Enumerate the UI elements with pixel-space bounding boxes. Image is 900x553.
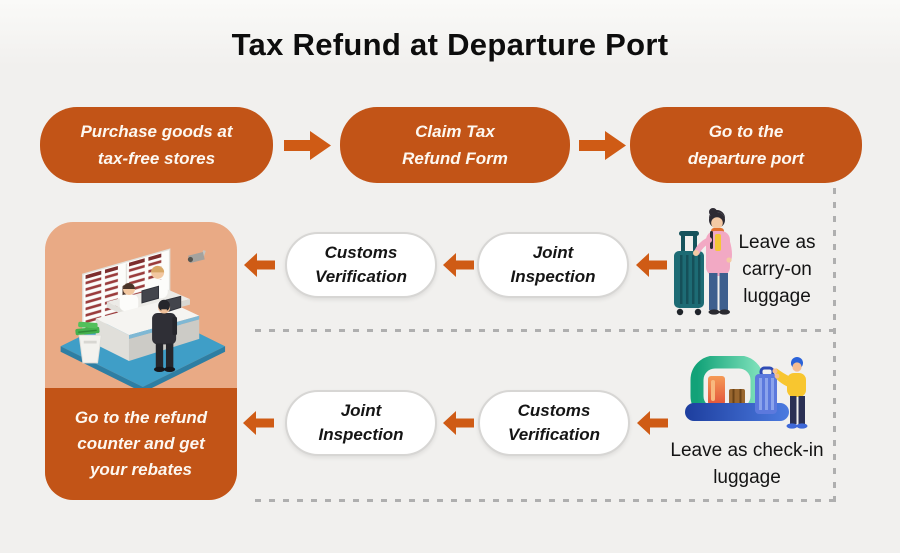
flow-arrow-right-icon: [579, 131, 626, 160]
refund-counter-illustration: [60, 248, 226, 393]
step-label: Go to the departure port: [687, 122, 805, 168]
page-title: Tax Refund at Departure Port: [231, 27, 669, 62]
flow-arrow-right-icon: [284, 131, 331, 160]
dashed-connector-vertical: [833, 188, 836, 502]
flow-arrow-left-icon: [243, 411, 274, 435]
step-box-claim-tax-refund-form: Claim Tax Refund Form: [340, 107, 570, 183]
step-box-purchase-goods: Purchase goods at tax-free stores: [40, 107, 273, 183]
dashed-connector-checkin: [255, 499, 835, 502]
carryon-traveler-illustration: [674, 208, 732, 316]
station-label: Customs Verification: [508, 401, 600, 444]
checkin-conveyor-illustration: [685, 356, 808, 429]
dashed-connector-carryon: [255, 329, 835, 332]
station-oval-joint-inspection: Joint Inspection: [477, 232, 629, 298]
step-label: Claim Tax Refund Form: [402, 122, 508, 168]
refund-panel-label: Go to the refund counter and get your re…: [74, 408, 208, 479]
station-label: Joint Inspection: [318, 401, 404, 444]
refund-panel-footer: Go to the refund counter and get your re…: [45, 388, 237, 500]
loader-figure: [772, 357, 808, 429]
money-bin-icon: [75, 321, 102, 364]
carryon-caption: Leave as carry-on luggage: [738, 232, 816, 307]
station-oval-joint-inspection: Joint Inspection: [285, 390, 437, 456]
checkin-caption: Leave as check-in luggage: [670, 440, 824, 488]
station-oval-customs-verification: Customs Verification: [285, 232, 437, 298]
step-label: Purchase goods at tax-free stores: [80, 122, 233, 168]
rolling-suitcase-icon: [674, 231, 704, 316]
flow-arrow-left-icon: [244, 253, 275, 277]
refund-counter-panel: Go to the refund counter and get your re…: [45, 222, 237, 500]
station-label: Joint Inspection: [510, 243, 596, 286]
cctv-camera-icon: [187, 250, 206, 264]
station-oval-customs-verification: Customs Verification: [478, 390, 630, 456]
flow-arrow-left-icon: [636, 253, 667, 277]
flow-arrow-left-icon: [637, 411, 668, 435]
station-label: Customs Verification: [315, 243, 407, 286]
traveler-figure: [693, 208, 732, 315]
step-box-go-to-departure-port: Go to the departure port: [630, 107, 862, 183]
flow-arrow-left-icon: [443, 411, 474, 435]
flow-arrow-left-icon: [443, 253, 474, 277]
